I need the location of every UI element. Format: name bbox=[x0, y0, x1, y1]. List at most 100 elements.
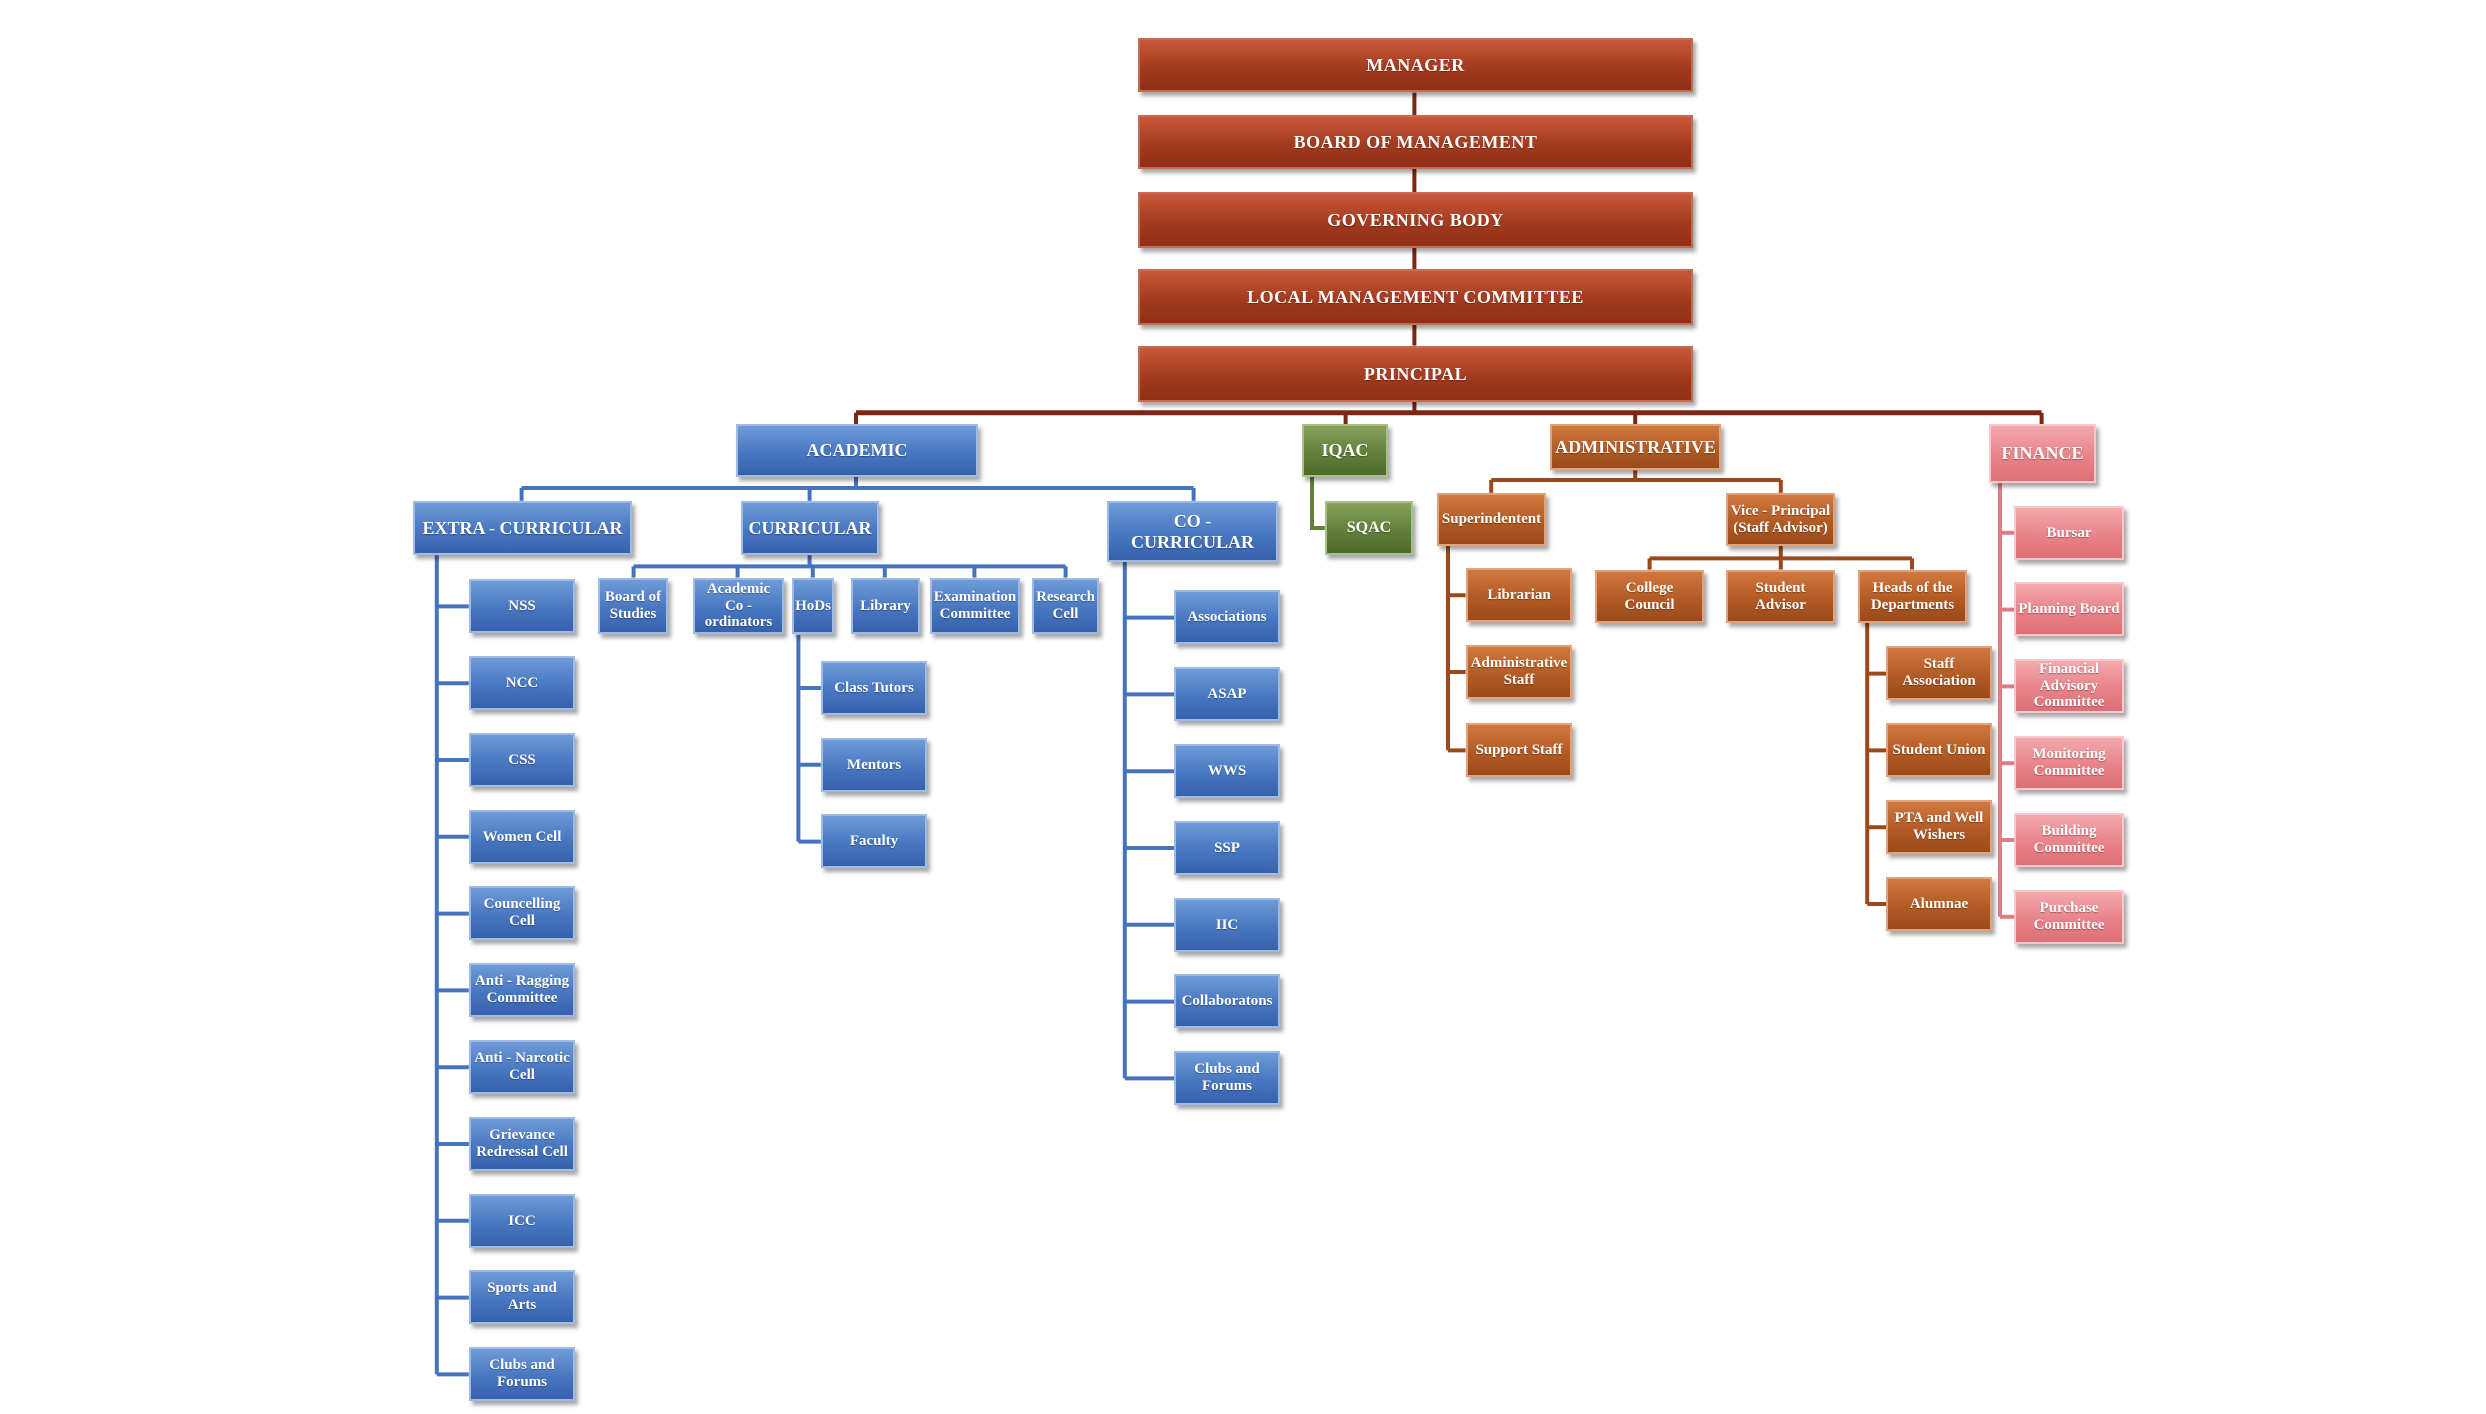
extra-item-anti-narcotic-cell: Anti - Narcotic Cell bbox=[469, 1040, 575, 1094]
finance-item-building-committee: Building Committee bbox=[2014, 813, 2124, 867]
sqac-box: SQAC bbox=[1325, 501, 1413, 555]
finance-item-financial-advisory-committee-label: Financial Advisory Committee bbox=[2033, 660, 2105, 711]
vice-item-student-advisor: Student Advisor bbox=[1726, 570, 1835, 623]
heads-item-staff-association-label: Staff Association bbox=[1902, 656, 1976, 689]
co-item-collaboratons-label: Collaboratons bbox=[1181, 992, 1273, 1009]
curricular-item-board-of-studies-label: Board of Studies bbox=[604, 589, 662, 622]
board-of-management-box: BOARD OF MANAGEMENT bbox=[1138, 115, 1693, 169]
iqac-sqac-line bbox=[1310, 476, 1325, 530]
extra-item-clubs-and-forums-label: Clubs and Forums bbox=[489, 1357, 555, 1390]
finance-item-bursar: Bursar bbox=[2014, 506, 2124, 560]
co-curricular-box: CO - CURRICULAR bbox=[1107, 501, 1278, 562]
co-item-associations: Associations bbox=[1174, 590, 1280, 644]
governing-body-box: GOVERNING BODY bbox=[1138, 192, 1693, 248]
hods-item-faculty: Faculty bbox=[821, 814, 927, 868]
principal-box: PRINCIPAL bbox=[1138, 346, 1693, 402]
sup-item-librarian-label: Librarian bbox=[1487, 586, 1551, 603]
co-item-wws: WWS bbox=[1174, 744, 1280, 798]
hods-item-faculty-label: Faculty bbox=[849, 832, 899, 849]
curricular-item-library: Library bbox=[851, 578, 920, 634]
co-item-clubs-and-forums: Clubs and Forums bbox=[1174, 1051, 1280, 1105]
sup-item-support-staff: Support Staff bbox=[1466, 723, 1572, 777]
finance-item-planning-board: Planning Board bbox=[2014, 582, 2124, 636]
finance-item-financial-advisory-committee: Financial Advisory Committee bbox=[2014, 659, 2124, 713]
curricular-box: CURRICULAR bbox=[741, 501, 879, 555]
co-item-clubs-and-forums-label: Clubs and Forums bbox=[1194, 1061, 1260, 1094]
extra-item-sports-and-arts-label: Sports and Arts bbox=[487, 1280, 557, 1313]
extra-item-women-cell-label: Women Cell bbox=[482, 828, 562, 845]
sup-item-administrative-staff-label: Administrative Staff bbox=[1470, 655, 1568, 688]
extra-item-nss-label: NSS bbox=[508, 597, 536, 614]
administrative-box-label: ADMINISTRATIVE bbox=[1555, 436, 1716, 457]
extra-item-css: CSS bbox=[469, 733, 575, 787]
manager-box-label: MANAGER bbox=[1366, 54, 1465, 75]
extra-item-ncc: NCC bbox=[469, 656, 575, 710]
extra-curricular-box: EXTRA - CURRICULAR bbox=[413, 501, 632, 555]
vice-item-heads-of-the-departments: Heads of the Departments bbox=[1858, 570, 1967, 623]
extra-item-anti-ragging-committee: Anti - Ragging Committee bbox=[469, 963, 575, 1017]
heads-item-student-union: Student Union bbox=[1886, 723, 1992, 777]
vice-principal-box-label: Vice - Principal (Staff Advisor) bbox=[1730, 502, 1831, 536]
finance-box: FINANCE bbox=[1989, 424, 2096, 483]
hods-item-mentors: Mentors bbox=[821, 738, 927, 792]
curricular-item-academic-co-ordinators-label: Academic Co - ordinators bbox=[704, 580, 773, 631]
extra-item-women-cell: Women Cell bbox=[469, 810, 575, 864]
hods-item-class-tutors: Class Tutors bbox=[821, 661, 927, 715]
sup-item-support-staff-label: Support Staff bbox=[1475, 741, 1563, 758]
extra-item-councelling-cell: Councelling Cell bbox=[469, 886, 575, 940]
governing-body-box-label: GOVERNING BODY bbox=[1327, 209, 1504, 230]
heads-item-alumnae: Alumnae bbox=[1886, 877, 1992, 931]
finance-box-label: FINANCE bbox=[2001, 443, 2084, 464]
sup-item-librarian: Librarian bbox=[1466, 568, 1572, 622]
co-item-wws-label: WWS bbox=[1207, 762, 1247, 779]
curricular-item-hods: HoDs bbox=[792, 578, 834, 634]
manager-box: MANAGER bbox=[1138, 38, 1693, 92]
board-of-management-box-label: BOARD OF MANAGEMENT bbox=[1293, 131, 1538, 152]
heads-item-staff-association: Staff Association bbox=[1886, 646, 1992, 700]
finance-item-building-committee-label: Building Committee bbox=[2033, 823, 2105, 856]
iqac-box: IQAC bbox=[1302, 424, 1388, 477]
co-item-ssp: SSP bbox=[1174, 821, 1280, 875]
finance-item-monitoring-committee-label: Monitoring Committee bbox=[2032, 746, 2106, 779]
heads-item-alumnae-label: Alumnae bbox=[1909, 895, 1969, 912]
vice-item-student-advisor-label: Student Advisor bbox=[1755, 579, 1806, 613]
co-item-associations-label: Associations bbox=[1187, 608, 1267, 625]
academic-box-label: ACADEMIC bbox=[806, 440, 908, 461]
heads-item-pta-and-well-wishers-label: PTA and Well Wishers bbox=[1894, 810, 1984, 843]
extra-item-grievance-redressal-cell-label: Grievance Redressal Cell bbox=[476, 1127, 568, 1160]
academic-box: ACADEMIC bbox=[736, 424, 978, 477]
local-management-committee-box-label: LOCAL MANAGEMENT COMMITTEE bbox=[1247, 286, 1584, 307]
co-item-asap: ASAP bbox=[1174, 667, 1280, 721]
iqac-box-label: IQAC bbox=[1321, 440, 1369, 461]
curricular-item-academic-co-ordinators: Academic Co - ordinators bbox=[693, 578, 784, 634]
vice-item-heads-of-the-departments-label: Heads of the Departments bbox=[1870, 579, 1955, 613]
heads-item-student-union-label: Student Union bbox=[1892, 741, 1986, 758]
co-item-asap-label: ASAP bbox=[1207, 685, 1247, 702]
extra-item-nss: NSS bbox=[469, 579, 575, 633]
extra-item-icc-label: ICC bbox=[508, 1212, 536, 1229]
extra-item-clubs-and-forums: Clubs and Forums bbox=[469, 1347, 575, 1401]
extra-item-icc: ICC bbox=[469, 1194, 575, 1248]
curricular-item-examination-committee-label: Examination Committee bbox=[933, 589, 1017, 622]
co-item-ssp-label: SSP bbox=[1214, 839, 1240, 856]
vice-item-college-council-label: College Council bbox=[1624, 579, 1675, 613]
finance-item-purchase-committee-label: Purchase Committee bbox=[2033, 900, 2105, 933]
co-item-collaboratons: Collaboratons bbox=[1174, 974, 1280, 1028]
curricular-item-examination-committee: Examination Committee bbox=[930, 578, 1020, 634]
finance-item-monitoring-committee: Monitoring Committee bbox=[2014, 736, 2124, 790]
co-curricular-box-label: CO - CURRICULAR bbox=[1130, 511, 1254, 552]
extra-item-anti-narcotic-cell-label: Anti - Narcotic Cell bbox=[474, 1050, 570, 1083]
curricular-item-library-label: Library bbox=[860, 597, 911, 614]
heads-item-pta-and-well-wishers: PTA and Well Wishers bbox=[1886, 800, 1992, 854]
finance-item-bursar-label: Bursar bbox=[2046, 524, 2092, 541]
extra-item-anti-ragging-committee-label: Anti - Ragging Committee bbox=[474, 973, 570, 1006]
co-item-iic: IIC bbox=[1174, 898, 1280, 952]
curricular-item-research-cell: Research Cell bbox=[1032, 578, 1099, 634]
hods-item-mentors-label: Mentors bbox=[846, 756, 902, 773]
curricular-box-label: CURRICULAR bbox=[748, 517, 872, 538]
vice-item-college-council: College Council bbox=[1595, 570, 1704, 623]
extra-item-sports-and-arts: Sports and Arts bbox=[469, 1270, 575, 1324]
curricular-item-research-cell-label: Research Cell bbox=[1036, 589, 1095, 622]
extra-curricular-box-label: EXTRA - CURRICULAR bbox=[422, 517, 623, 538]
